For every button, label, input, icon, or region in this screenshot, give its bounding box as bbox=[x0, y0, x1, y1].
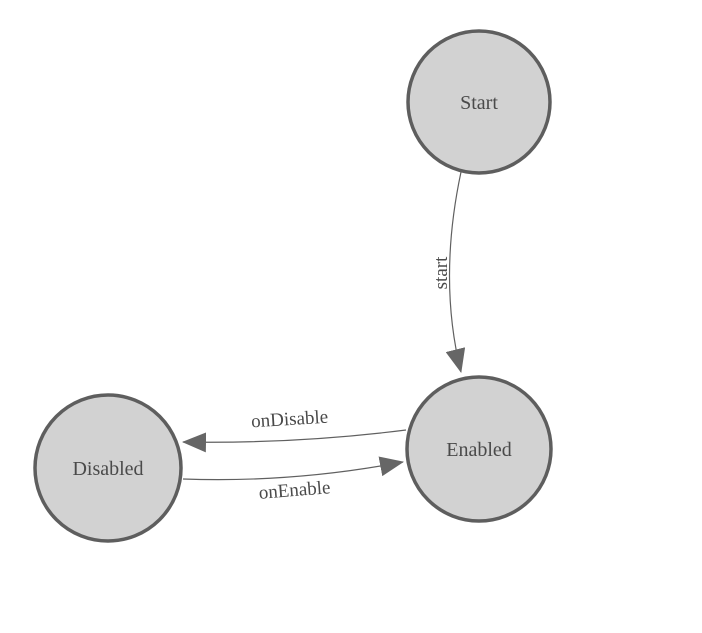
transition-label-ondisable: onDisable bbox=[251, 407, 329, 433]
transition-enabled-to-disabled: onDisable bbox=[182, 407, 407, 453]
transition-start-to-enabled: start bbox=[431, 171, 466, 373]
transition-line bbox=[182, 429, 407, 453]
transition-label-start: start bbox=[431, 256, 452, 289]
state-label-start: Start bbox=[460, 92, 498, 114]
state-node-disabled: Disabled bbox=[33, 393, 183, 543]
state-node-start: Start bbox=[406, 29, 552, 175]
transition-label-onenable: onEnable bbox=[258, 477, 331, 504]
transition-line bbox=[445, 171, 466, 373]
transition-disabled-to-enabled: onEnable bbox=[182, 456, 404, 504]
state-label-disabled: Disabled bbox=[72, 458, 143, 480]
state-node-enabled: Enabled bbox=[405, 375, 553, 523]
state-circle-disabled bbox=[33, 393, 183, 543]
transition-line bbox=[182, 456, 404, 481]
state-label-enabled: Enabled bbox=[446, 439, 512, 461]
state-circle-enabled bbox=[405, 375, 553, 523]
state-circle-start bbox=[406, 29, 552, 175]
